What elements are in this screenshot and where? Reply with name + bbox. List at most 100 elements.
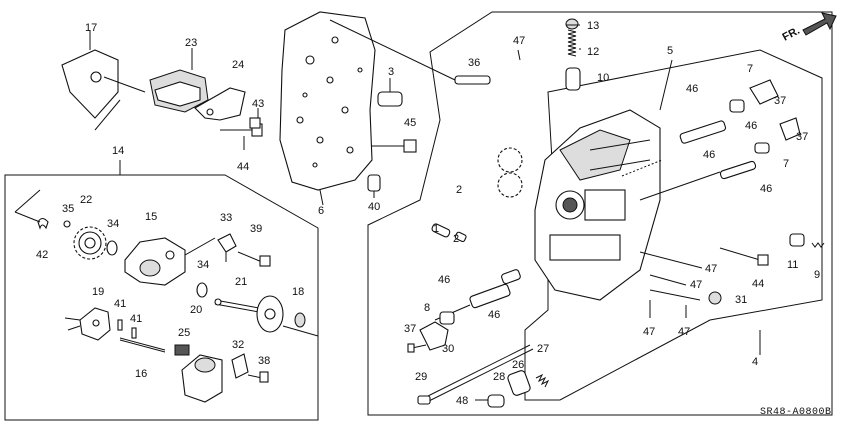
label-7-upper: 7: [747, 63, 753, 75]
label-17: 17: [85, 22, 97, 34]
cover-7-upper: [749, 79, 779, 105]
gear-assembly-20: [256, 295, 319, 337]
label-1: 1: [433, 223, 439, 235]
label-20: 20: [190, 304, 202, 316]
spool-46-upper: [679, 120, 727, 144]
label-46-b: 46: [745, 120, 757, 132]
bolt-38: [247, 371, 269, 383]
label-22: 22: [80, 194, 92, 206]
seal-18: [294, 312, 306, 328]
label-12: 12: [587, 46, 599, 58]
label-45: 45: [404, 117, 416, 129]
spring-27: [535, 373, 550, 388]
servo-body-23: [149, 48, 209, 113]
label-30: 30: [442, 343, 454, 355]
label-47-c: 47: [690, 279, 702, 291]
spool-46-lower: [639, 160, 757, 201]
label-47-b: 47: [705, 263, 717, 275]
bolt-37-left: [407, 343, 427, 353]
label-5: 5: [667, 45, 673, 57]
bracket-33: [217, 233, 237, 262]
sleeve-46-top: [729, 99, 745, 113]
cover-19: [64, 307, 111, 341]
label-48: 48: [456, 395, 468, 407]
arrow-icon: [802, 12, 837, 36]
pin-41-right: [131, 327, 137, 339]
label-36: 36: [468, 57, 480, 69]
label-3: 3: [388, 66, 394, 78]
clip-1-2: [431, 223, 467, 243]
spring-12: [567, 29, 577, 57]
cap-13: [565, 18, 579, 30]
label-32: 32: [232, 339, 244, 351]
front-direction-arrow: FR.: [781, 12, 837, 44]
label-47-d: 47: [643, 326, 655, 338]
label-2-lower: 2: [453, 233, 459, 245]
label-46-a: 46: [686, 83, 698, 95]
label-16: 16: [135, 368, 147, 380]
bolt-44-right: [719, 247, 769, 266]
leader-lines: [119, 24, 761, 355]
valve-10: [565, 67, 581, 91]
label-27: 27: [537, 343, 549, 355]
rod-36: [329, 19, 491, 85]
label-19: 19: [92, 286, 104, 298]
pin-40: [367, 174, 381, 198]
bolt-43: [249, 108, 261, 129]
group-14-boundary: [4, 174, 319, 421]
sleeve-30: [439, 311, 455, 325]
label-44-right: 44: [752, 278, 764, 290]
pin-rod-16: [119, 337, 166, 353]
label-34-mid: 34: [197, 259, 209, 271]
label-4: 4: [752, 356, 758, 368]
diagram-code: SR48-A0800B: [760, 407, 832, 418]
label-24: 24: [232, 59, 244, 71]
housing-20-lower: [181, 354, 223, 403]
label-23: 23: [185, 37, 197, 49]
ball-35: [63, 220, 71, 228]
label-37-left: 37: [404, 323, 416, 335]
label-40: 40: [368, 201, 380, 213]
gear-pair: [497, 147, 523, 198]
sleeve-46-mid: [754, 142, 770, 154]
label-13: 13: [587, 20, 599, 32]
washer-34-mid: [196, 282, 208, 298]
clip-42: [14, 189, 49, 230]
label-35: 35: [62, 203, 74, 215]
valve-body-assembly: [534, 109, 661, 301]
bolt-45: [372, 139, 417, 153]
label-2-upper: 2: [456, 184, 462, 196]
label-46-d: 46: [760, 183, 772, 195]
spool-26: [507, 370, 531, 396]
gear-22: [73, 226, 107, 260]
oil-pump-body-15: [124, 237, 216, 286]
label-7-lower: 7: [783, 158, 789, 170]
label-33: 33: [220, 212, 232, 224]
label-25: 25: [178, 327, 190, 339]
label-37-right: 37: [796, 131, 808, 143]
label-34-left: 34: [107, 218, 119, 230]
bracket-24: [194, 87, 246, 121]
front-direction-label: FR.: [781, 25, 802, 44]
label-21: 21: [235, 276, 247, 288]
label-37-upper: 37: [774, 95, 786, 107]
spring-9: [811, 242, 825, 248]
pin-41-left: [117, 319, 123, 331]
label-29: 29: [415, 371, 427, 383]
cover-8: [419, 321, 449, 351]
label-38: 38: [258, 355, 270, 367]
bolt-39: [237, 251, 271, 267]
bracket-32: [231, 353, 249, 379]
label-43: 43: [252, 98, 264, 110]
label-46-c: 46: [703, 149, 715, 161]
label-6: 6: [318, 205, 324, 217]
label-46-f: 46: [488, 309, 500, 321]
plate-25: [174, 344, 190, 356]
label-47-e: 47: [678, 326, 690, 338]
label-47-top: 47: [513, 35, 525, 47]
label-42: 42: [36, 249, 48, 261]
cover-7-lower: [779, 117, 801, 141]
label-46-e: 46: [438, 274, 450, 286]
dowel-pin-3: [377, 78, 403, 107]
group-4-boundary: [367, 11, 833, 416]
